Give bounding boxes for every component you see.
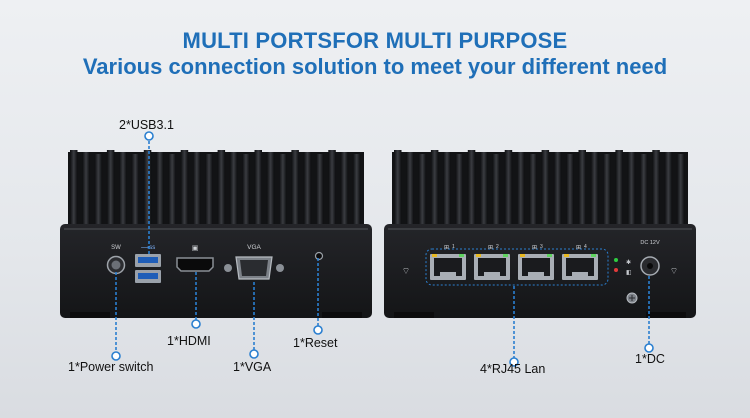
vga-callout-label: 1*VGA <box>233 360 272 374</box>
lan-port-number: 2 <box>496 244 499 250</box>
rj45-port-4[interactable]: ⊞4 <box>562 244 598 280</box>
storage-led-icon: ◧ <box>626 269 632 276</box>
usb-icon: ⟶ss <box>141 245 156 251</box>
reset-button[interactable] <box>314 251 324 261</box>
dc-jack[interactable] <box>640 256 660 276</box>
lan-callout-label: 4*RJ45 Lan <box>480 362 546 376</box>
status-led-red <box>614 268 618 272</box>
rj45-port-3[interactable]: ⊞3 <box>518 244 554 280</box>
chassis <box>60 224 372 318</box>
reset-callout-label: 1*Reset <box>293 336 338 350</box>
wifi-icon: ⌔ <box>670 267 678 277</box>
hdmi-callout-label: 1*HDMI <box>167 334 211 348</box>
wifi-icon: ⌔ <box>402 267 410 277</box>
power-callout-dot <box>111 351 121 361</box>
network-icon: ⊞ <box>576 244 581 251</box>
vga-label: VGA <box>247 244 261 251</box>
status-led-green <box>614 258 618 262</box>
power-led-icon: ✱ <box>626 259 631 266</box>
hdmi-icon: ▣ <box>192 245 199 252</box>
network-icon: ⊞ <box>532 244 537 251</box>
lan-port-number: 1 <box>452 244 455 250</box>
mini-pc-rear-panel: ⌔ ⌔ ⊞1⊞2⊞3⊞4 ✱ ◧ DC 12V <box>384 150 696 318</box>
dc-callout-label: 1*DC <box>635 352 665 366</box>
sw-label: SW <box>111 245 121 251</box>
lan-callout-dot <box>509 357 519 367</box>
lan-port-number: 3 <box>540 244 543 250</box>
dc-label: DC 12V <box>640 240 660 246</box>
network-icon: ⊞ <box>488 244 493 251</box>
network-icon: ⊞ <box>444 244 449 251</box>
vga-port[interactable] <box>224 256 284 280</box>
ground-screw-icon <box>626 292 638 304</box>
headline-line-1: MULTI PORTSFOR MULTI PURPOSE <box>182 28 568 53</box>
power-switch-callout-label: 1*Power switch <box>68 360 154 374</box>
power-button[interactable] <box>106 255 126 275</box>
dc-callout-dot <box>644 343 654 353</box>
hdmi-callout-dot <box>191 319 201 329</box>
rj45-port-2[interactable]: ⊞2 <box>474 244 510 280</box>
lan-port-group <box>425 248 609 286</box>
mini-pc-front-panel: SW ⟶ss ▣ VGA <box>60 150 372 318</box>
vga-callout-dot <box>249 349 259 359</box>
headline-line-2: Various connection solution to meet your… <box>82 54 668 79</box>
usb-callout-label: 2*USB3.1 <box>119 118 174 132</box>
reset-callout-dot <box>313 325 323 335</box>
heatsink-fins <box>68 150 364 228</box>
lan-port-number: 4 <box>584 244 587 250</box>
usb-callout-dot <box>144 131 154 141</box>
heatsink-fins <box>392 150 688 228</box>
usb-ports[interactable]: ⟶ss <box>135 245 161 283</box>
rj45-port-1[interactable]: ⊞1 <box>430 244 466 280</box>
hdmi-port[interactable]: ▣ <box>176 245 214 272</box>
